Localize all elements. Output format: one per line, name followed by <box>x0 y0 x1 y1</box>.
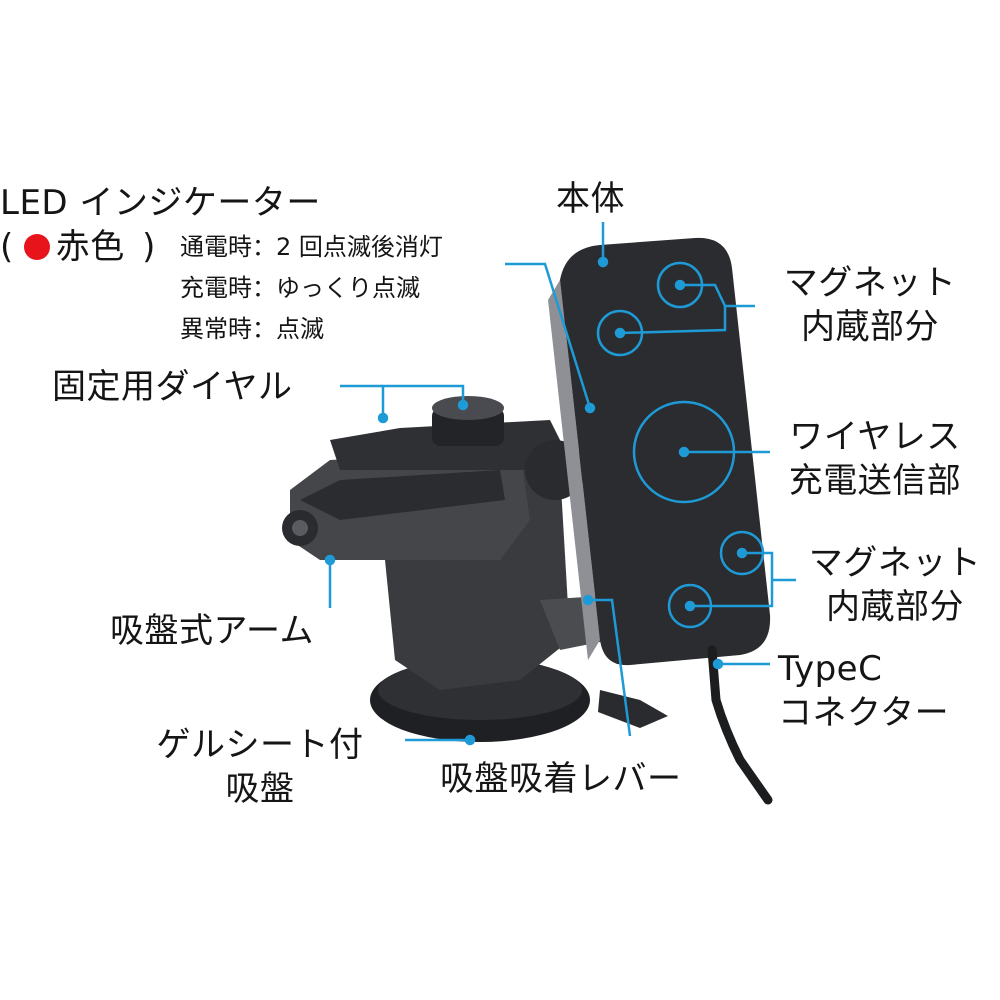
led-status-powered: 通電時：2 回点滅後消灯 <box>180 233 443 261</box>
magnet-top-label-2: 内蔵部分 <box>801 307 939 347</box>
magnet-top-label-1: マグネット <box>783 263 957 303</box>
charger-panel-side <box>548 280 600 660</box>
gel-sheet-label-1: ゲルシート付 <box>156 725 364 765</box>
magnet-bottom-label-1: マグネット <box>808 543 982 583</box>
typec-cable <box>707 645 773 805</box>
typec-label-2: コネクター <box>778 693 950 733</box>
led-indicator-title: LED インジケーター <box>0 183 321 223</box>
body-label: 本体 <box>556 179 625 219</box>
wireless-label-1: ワイヤレス <box>789 417 961 457</box>
led-paren-open: ( <box>0 227 14 267</box>
magnet-bottom-label-2: 内蔵部分 <box>826 587 964 627</box>
led-status-charging: 充電時：ゆっくり点滅 <box>180 274 420 302</box>
suction-arm-label: 吸盤式アーム <box>110 611 314 651</box>
suction-lever-tab <box>598 690 668 728</box>
typec-label-1: TypeC <box>778 649 883 689</box>
charger-panel-face <box>560 237 771 666</box>
led-color-line: ( 赤色 ) <box>0 226 156 268</box>
suction-lever-label: 吸盤吸着レバー <box>440 759 682 799</box>
leader-lines <box>324 222 796 746</box>
gel-sheet-label-2: 吸盤 <box>225 769 295 809</box>
wireless-label-2: 充電送信部 <box>788 461 962 501</box>
fixing-dial-label: 固定用ダイヤル <box>52 367 293 407</box>
led-paren-close: ) <box>142 227 156 267</box>
red-led-dot-icon <box>23 234 50 260</box>
led-status-error: 異常時：点滅 <box>180 315 324 343</box>
led-color-text: 赤色 <box>55 227 125 267</box>
